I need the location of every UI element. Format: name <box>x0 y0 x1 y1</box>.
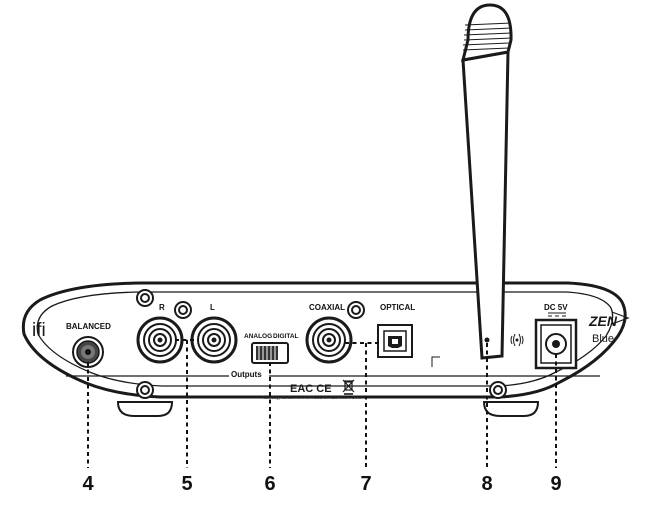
callout-7: 7 <box>360 473 371 495</box>
device-feet <box>116 401 540 417</box>
callout-9: 9 <box>550 473 561 495</box>
outputs-label-bg <box>229 370 269 379</box>
balanced-label: BALANCED <box>66 322 111 331</box>
callout-leader-lines <box>87 340 557 468</box>
optical-output-port[interactable] <box>377 324 413 358</box>
crossed-bin-icon <box>342 379 355 395</box>
product-logo: ZEN <box>588 313 618 329</box>
analog-digital-switch[interactable] <box>251 342 289 364</box>
product-subtitle: Blue <box>592 333 614 345</box>
dc-power-input-jack[interactable] <box>534 318 578 370</box>
coaxial-output-jack[interactable] <box>305 316 353 364</box>
optical-label: OPTICAL <box>380 303 415 312</box>
left-channel-label: L <box>210 303 215 312</box>
brand-logo: ifi <box>32 320 46 341</box>
antenna-mount-dot <box>484 337 490 343</box>
antenna[interactable] <box>460 3 513 360</box>
dc-polarity-symbol <box>548 312 566 317</box>
certification-marks: EAC CE <box>290 383 332 395</box>
license-fine-print: Technology licensed from AMR Audio, UK A… <box>262 396 361 400</box>
wireless-signal-icon <box>510 333 524 347</box>
outputs-label: Outputs <box>231 370 262 379</box>
coaxial-label: COAXIAL <box>309 303 345 312</box>
callout-6: 6 <box>264 473 275 495</box>
right-channel-label: R <box>159 303 165 312</box>
callout-4: 4 <box>82 473 94 495</box>
digital-label: DIGITAL <box>273 333 299 340</box>
callout-5: 5 <box>181 473 192 495</box>
analog-label: ANALOG <box>244 333 272 340</box>
callout-8: 8 <box>481 473 492 495</box>
screws <box>136 289 507 399</box>
dc-label: DC 5V <box>544 303 568 312</box>
logo-flourish <box>611 311 630 325</box>
